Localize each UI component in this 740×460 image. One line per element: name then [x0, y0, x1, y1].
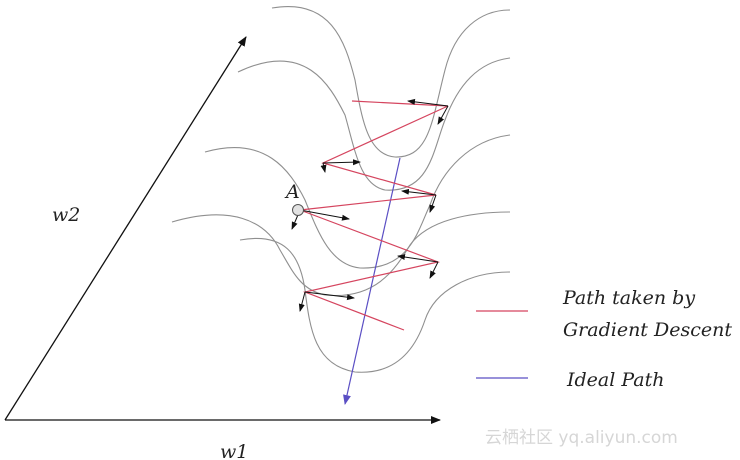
- legend-gd-label-line2: Gradient Descent: [563, 319, 732, 341]
- gradient-arrow: [401, 188, 437, 196]
- w2-axis-label: w2: [52, 204, 80, 226]
- contour-curve-1: [271, 6, 511, 158]
- gradient-arrow: [298, 291, 306, 312]
- point-a-label: A: [284, 181, 300, 203]
- contour-curve-2: [237, 57, 511, 191]
- contour-curves: [171, 6, 511, 373]
- start-point-a: [292, 204, 304, 216]
- legend-gd-label-line1: Path taken by: [562, 287, 695, 309]
- gradient-descent-path: [299, 100, 449, 331]
- axes: w2 w1: [4, 36, 441, 460]
- gradient-arrow: [437, 105, 449, 125]
- w1-axis-label: w1: [220, 441, 248, 460]
- ideal-path-line: [343, 157, 401, 405]
- gradient-arrow: [299, 209, 350, 221]
- legend: Path taken by Gradient Descent Ideal Pat…: [476, 287, 732, 391]
- gradient-arrow: [407, 98, 449, 107]
- gradient-arrow: [429, 194, 437, 213]
- gradient-arrow: [320, 162, 327, 173]
- contour-curve-4: [171, 211, 511, 297]
- gradient-arrows: [291, 98, 449, 312]
- contour-curve-5: [239, 238, 511, 373]
- gradient-arrow: [304, 291, 355, 301]
- legend-ideal-label: Ideal Path: [566, 369, 665, 391]
- contour-curve-3: [204, 134, 511, 269]
- gradient-arrow: [322, 159, 361, 166]
- w2-axis: [4, 36, 247, 421]
- gradient-arrow: [397, 254, 439, 263]
- gradient-arrow: [429, 261, 439, 279]
- watermark-text: 云栖社区 yq.aliyun.com: [485, 428, 678, 448]
